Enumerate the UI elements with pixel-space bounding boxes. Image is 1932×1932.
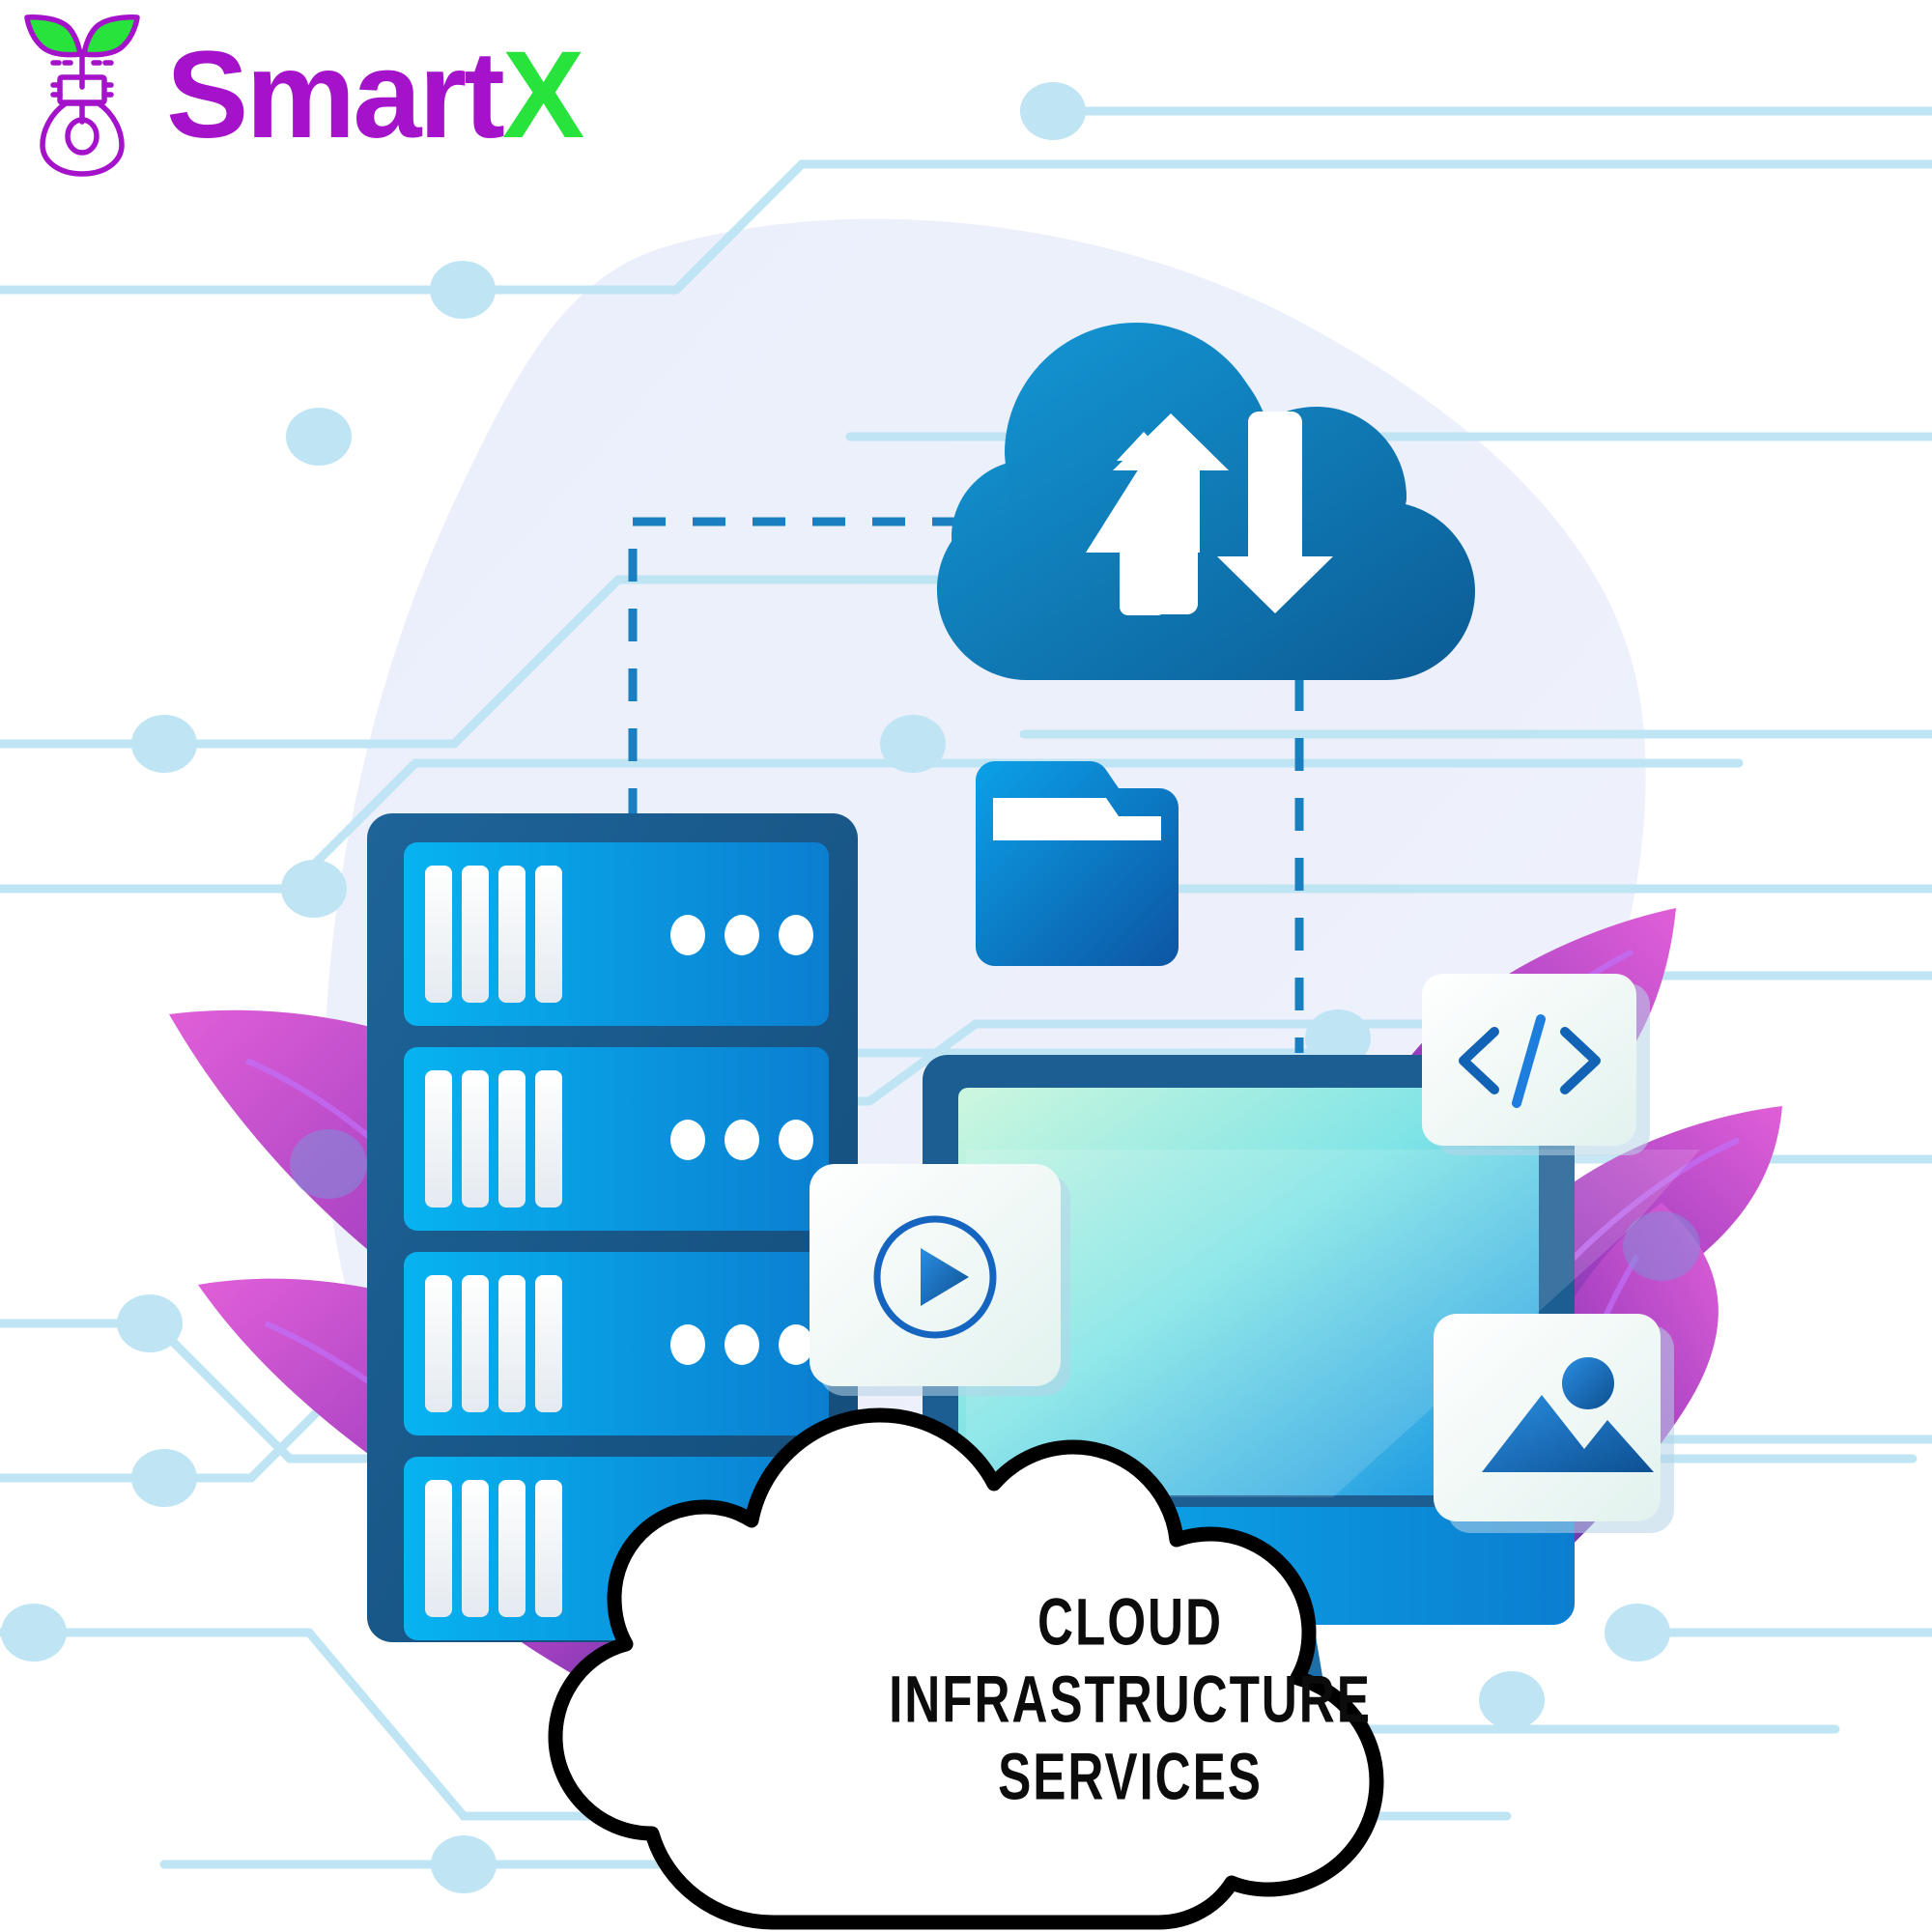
brand-wordmark: SmartX — [166, 33, 584, 157]
photo-mountain-icon — [1482, 1357, 1654, 1472]
code-card[interactable] — [1422, 974, 1650, 1155]
brand-name-primary: Smart — [166, 25, 505, 164]
cloud-shape — [937, 323, 1475, 680]
brand-header[interactable]: SmartX — [19, 8, 584, 177]
sprout-lightbulb-icon — [24, 14, 140, 177]
server-unit — [404, 842, 829, 1026]
code-brackets-icon — [1459, 1014, 1601, 1108]
play-icon — [921, 1248, 969, 1306]
server-unit — [404, 1252, 829, 1435]
upload-arrow-shape — [1113, 413, 1229, 614]
image-card[interactable] — [1434, 1314, 1674, 1533]
brand-name-accent: X — [501, 25, 584, 164]
download-arrow-shape — [1217, 412, 1333, 613]
video-play-card[interactable] — [810, 1164, 1070, 1396]
server-unit — [404, 1047, 829, 1231]
